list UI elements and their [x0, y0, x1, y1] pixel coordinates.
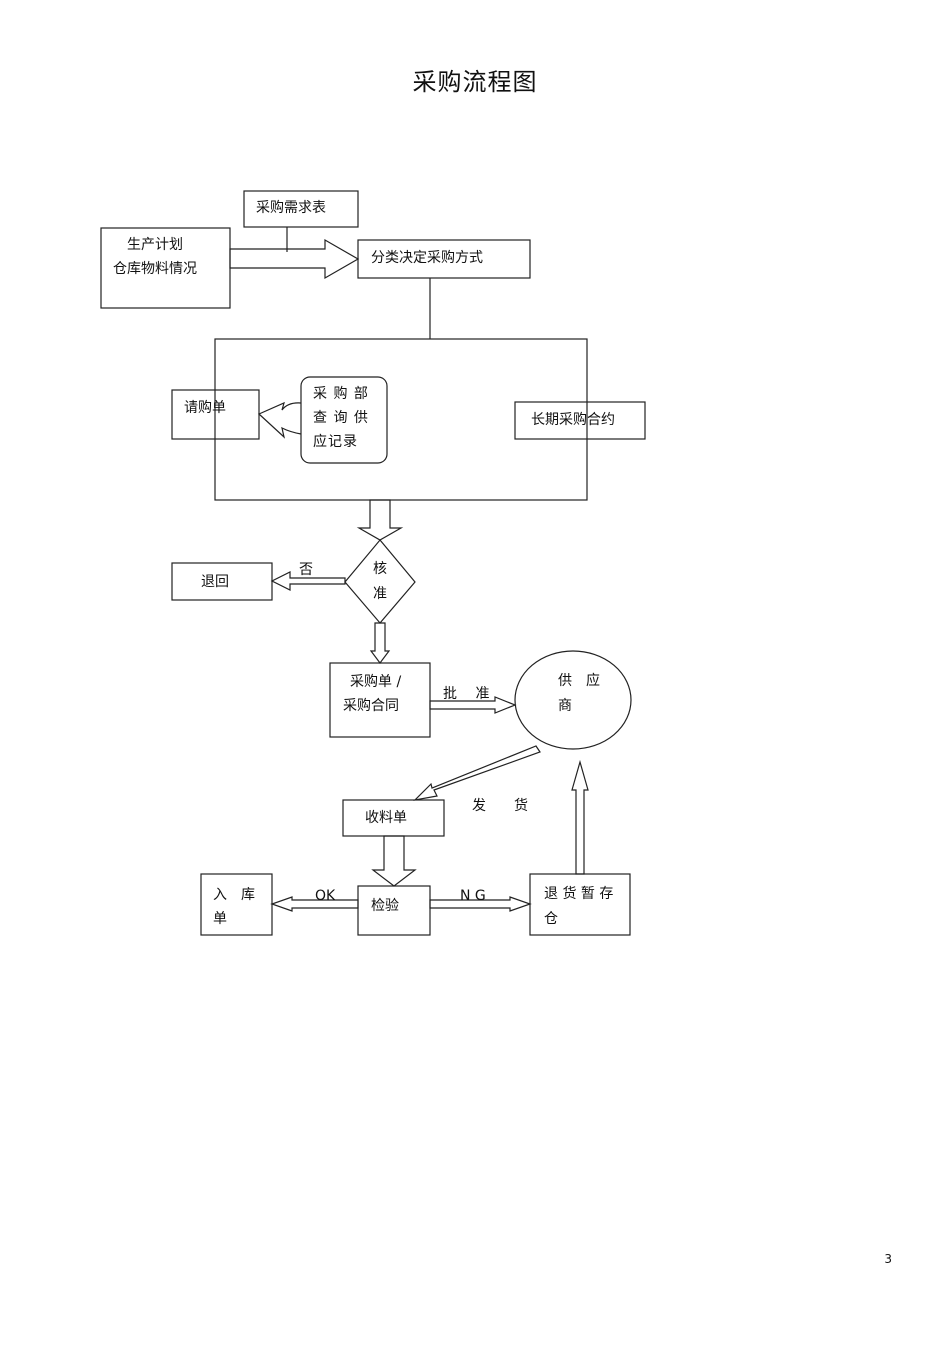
- return-label: 退回: [201, 574, 229, 590]
- arrow-approve-to-po: [369, 622, 391, 664]
- arrow-return-store-to-supplier: [571, 759, 589, 875]
- warehouse-label-2: 单: [213, 911, 227, 927]
- approve-label-1: 核: [373, 561, 387, 577]
- dept-record-box: [300, 376, 388, 464]
- edge-label-approved: 批 准: [443, 686, 490, 702]
- arrow-approve-to-return: [270, 571, 346, 591]
- receipt-label: 收料单: [365, 810, 407, 826]
- purchase-contract-label: 采购合同: [343, 698, 399, 714]
- edge-label-ng: N G: [460, 888, 486, 904]
- edge-label-ship: 发 货: [472, 798, 528, 814]
- container-box: [214, 338, 588, 501]
- long-contract-box: [514, 401, 646, 440]
- return-store-label-2: 仓: [544, 911, 558, 927]
- requisition-label: 请购单: [184, 400, 226, 416]
- long-contract-label: 长期采购合约: [531, 412, 615, 428]
- supplier-label-1: 供 应: [558, 673, 600, 689]
- edge-label-no: 否: [299, 562, 313, 578]
- page-number: 3: [884, 1252, 892, 1266]
- edge-label-ok: OK: [315, 888, 336, 904]
- purchase-order-label: 采购单 /: [350, 674, 402, 690]
- arrow-inspection-to-return-store: [429, 896, 532, 912]
- inspection-label: 检验: [371, 898, 399, 914]
- page-title: 采购流程图: [412, 68, 538, 96]
- production-plan-label: 生产计划: [127, 237, 183, 253]
- supplier-circle: [514, 650, 632, 750]
- return-store-label-1: 退 货 暂 存: [544, 886, 614, 902]
- arrow-container-to-approve: [356, 499, 404, 541]
- warehouse-status-label: 仓库物料情况: [113, 261, 197, 277]
- arrow-receipt-to-inspection: [371, 835, 417, 887]
- arrow-supplier-to-receipt: [413, 745, 541, 801]
- approve-label-2: 准: [373, 586, 387, 602]
- arrow-record-to-requisition: [257, 401, 302, 439]
- arrow-inspection-to-warehouse: [270, 896, 359, 912]
- demand-form-box: [243, 190, 359, 228]
- supplier-label-2: 商: [558, 698, 572, 714]
- classify-label: 分类决定采购方式: [371, 250, 483, 266]
- demand-form-label: 采购需求表: [256, 200, 326, 216]
- warehouse-label-1: 入 库: [213, 887, 255, 903]
- arrow-po-to-supplier: [429, 696, 517, 714]
- dept-record-label: 采 购 部 查 询 供 应记录: [313, 386, 369, 450]
- arrow-plan-to-classify: [229, 238, 360, 280]
